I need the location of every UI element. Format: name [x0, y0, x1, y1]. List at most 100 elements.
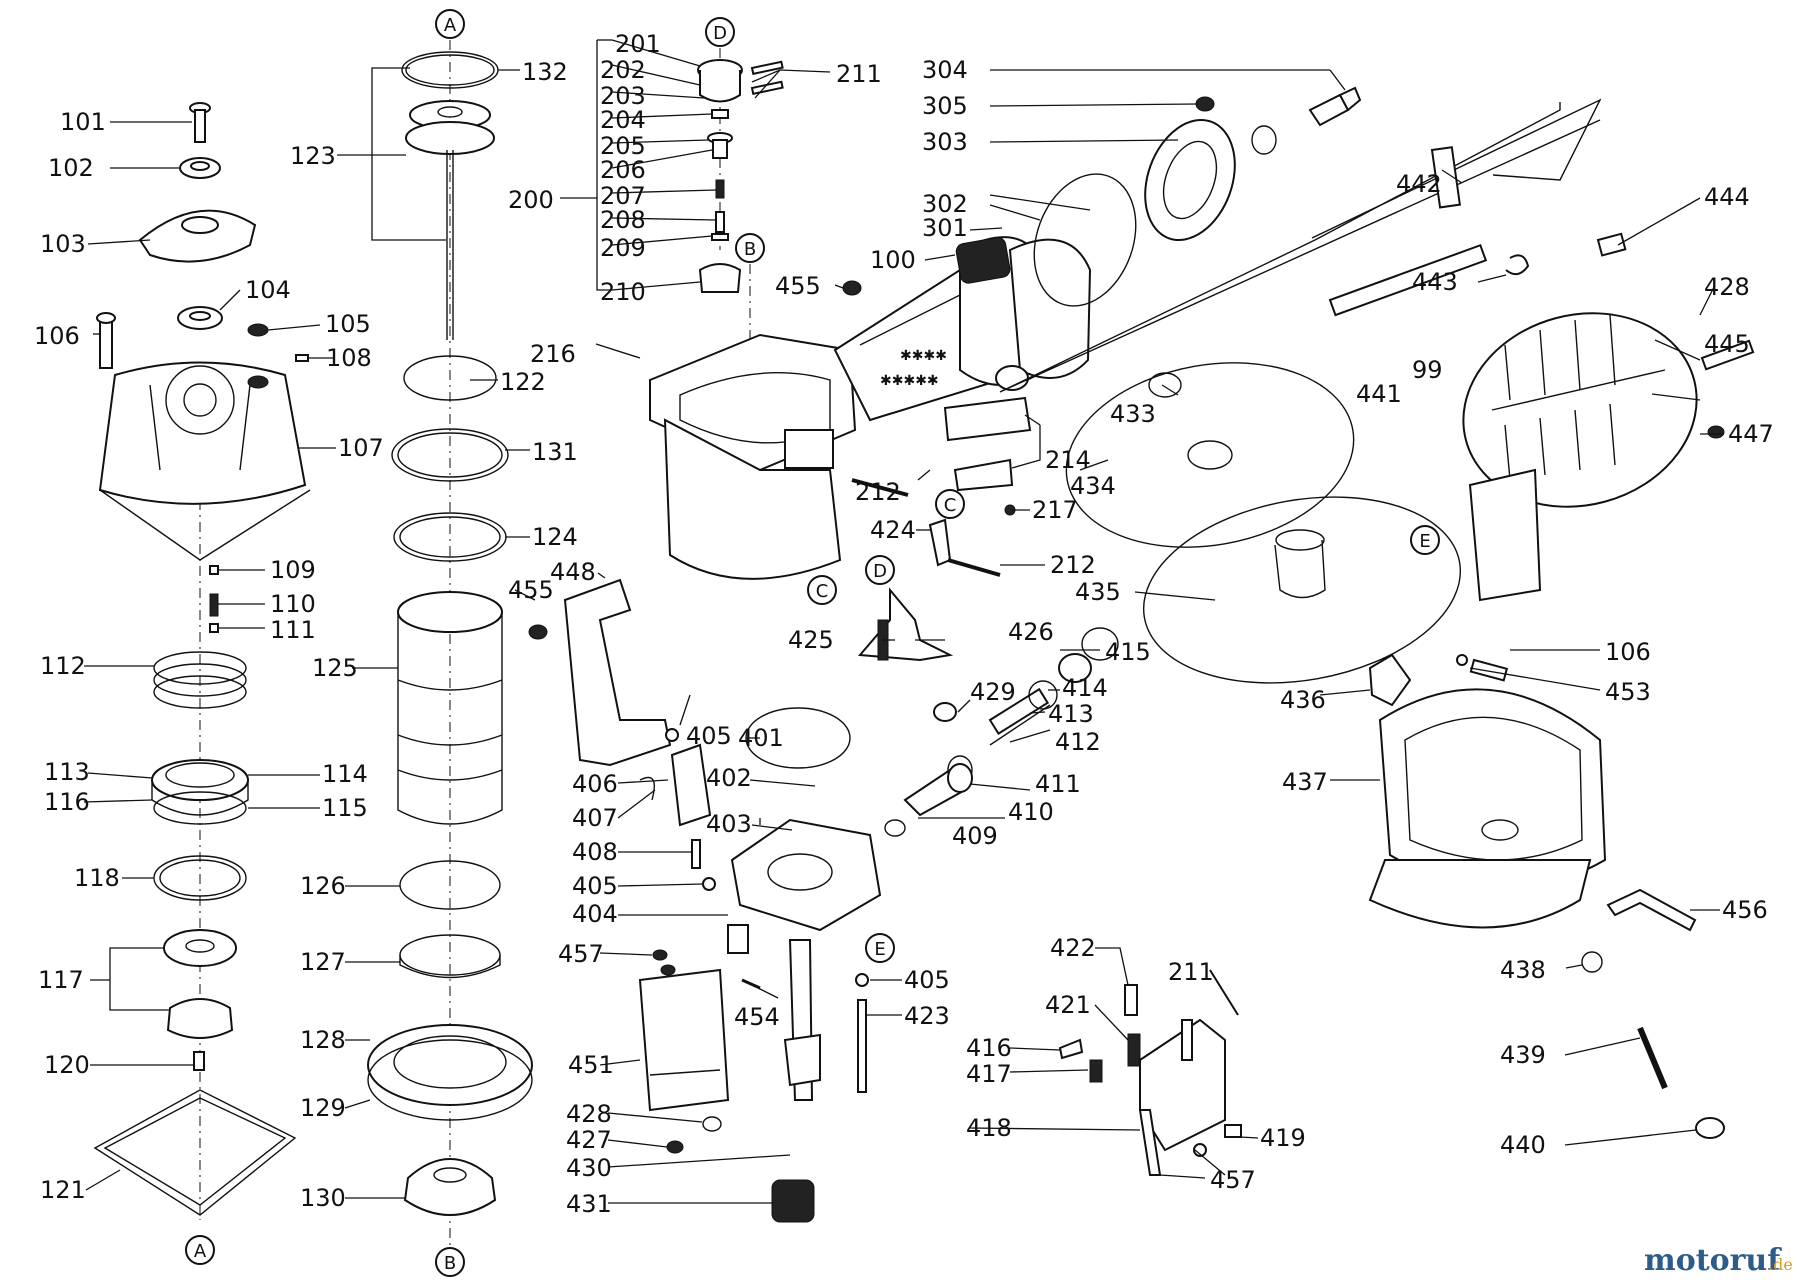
bubble-e-body: E: [874, 939, 885, 960]
label-414: 414: [1062, 674, 1108, 702]
label-111: 111: [270, 616, 316, 644]
bubble-a-bottom: A: [194, 1241, 207, 1262]
label-208: 208: [600, 206, 646, 234]
label-302: 302: [922, 190, 968, 218]
valve-stack-parts: D: [560, 17, 784, 293]
label-419: 419: [1260, 1124, 1306, 1152]
label-428-right: 428: [1704, 273, 1750, 301]
label-114: 114: [322, 760, 368, 788]
magazine-parts: E E: [865, 362, 1725, 1139]
label-418: 418: [966, 1114, 1012, 1142]
label-109: 109: [270, 556, 316, 584]
label-405-upper: 405: [686, 722, 732, 750]
label-110: 110: [270, 590, 316, 618]
label-104: 104: [245, 276, 291, 304]
label-444: 444: [1704, 183, 1750, 211]
label-423: 423: [904, 1002, 950, 1030]
label-447: 447: [1728, 420, 1774, 448]
label-108: 108: [326, 344, 372, 372]
label-121: 121: [40, 1176, 86, 1204]
label-436: 436: [1280, 686, 1326, 714]
label-445: 445: [1704, 330, 1750, 358]
label-422: 422: [1050, 934, 1096, 962]
cylinder-column-parts: A B: [367, 9, 533, 1277]
label-209: 209: [600, 234, 646, 262]
label-455-left: 455: [508, 576, 554, 604]
label-303: 303: [922, 128, 968, 156]
bubble-c-trigger: C: [944, 495, 957, 516]
label-301: 301: [922, 214, 968, 242]
svg-text:✱✱✱✱: ✱✱✱✱: [900, 348, 947, 364]
label-106-left: 106: [34, 322, 80, 350]
label-428-left: 428: [566, 1100, 612, 1128]
label-413: 413: [1048, 700, 1094, 728]
label-99: 99: [1412, 356, 1443, 384]
label-212-upper: 212: [855, 478, 901, 506]
label-117: 117: [38, 966, 84, 994]
label-211-bottom: 211: [1168, 958, 1214, 986]
label-102: 102: [48, 154, 94, 182]
label-101: 101: [60, 108, 106, 136]
label-404: 404: [572, 900, 618, 928]
label-217: 217: [1032, 496, 1078, 524]
label-441: 441: [1356, 380, 1402, 408]
label-430: 430: [566, 1154, 612, 1182]
leader-lines: [83, 39, 1724, 1204]
label-429: 429: [970, 678, 1016, 706]
label-113: 113: [44, 758, 90, 786]
label-107: 107: [338, 434, 384, 462]
label-118: 118: [74, 864, 120, 892]
label-440: 440: [1500, 1131, 1546, 1159]
label-403: 403: [706, 810, 752, 838]
bubble-d-top: D: [713, 23, 727, 44]
label-212-lower: 212: [1050, 551, 1096, 579]
bubble-b-body: B: [744, 239, 756, 260]
label-100: 100: [870, 246, 916, 274]
label-203: 203: [600, 82, 646, 110]
label-405-lower: 405: [904, 966, 950, 994]
label-407: 407: [572, 804, 618, 832]
label-434: 434: [1070, 472, 1116, 500]
label-116: 116: [44, 788, 90, 816]
label-443: 443: [1412, 268, 1458, 296]
label-455-top: 455: [775, 272, 821, 300]
label-128: 128: [300, 1026, 346, 1054]
trigger-nose-parts: [563, 396, 1119, 1223]
label-124: 124: [532, 523, 578, 551]
label-417: 417: [966, 1060, 1012, 1088]
label-401: 401: [738, 724, 784, 752]
label-433: 433: [1110, 400, 1156, 428]
label-129: 129: [300, 1094, 346, 1122]
label-130: 130: [300, 1184, 346, 1212]
label-132: 132: [522, 58, 568, 86]
label-438: 438: [1500, 956, 1546, 984]
label-207: 207: [600, 182, 646, 210]
label-437: 437: [1282, 768, 1328, 796]
label-105: 105: [325, 310, 371, 338]
label-453: 453: [1605, 678, 1651, 706]
part-labels: 101 102 103 104 105 106 108 107 109 110 …: [34, 30, 1774, 1218]
label-421: 421: [1045, 991, 1091, 1019]
label-305: 305: [922, 92, 968, 120]
door-latch-parts: [999, 98, 1755, 682]
bubble-d-body: D: [873, 561, 887, 582]
label-216: 216: [530, 340, 576, 368]
label-120: 120: [44, 1051, 90, 1079]
bubble-c-body: C: [816, 581, 829, 602]
left-column-parts: A: [93, 102, 311, 1265]
label-425: 425: [788, 626, 834, 654]
label-214: 214: [1045, 446, 1091, 474]
label-412: 412: [1055, 728, 1101, 756]
end-cap-parts: [1033, 86, 1362, 307]
label-106-right: 106: [1605, 638, 1651, 666]
label-205: 205: [600, 132, 646, 160]
label-127: 127: [300, 948, 346, 976]
bubble-e-magazine: E: [1419, 531, 1430, 552]
label-457-left: 457: [558, 940, 604, 968]
bubble-a-top: A: [444, 15, 457, 36]
label-439: 439: [1500, 1041, 1546, 1069]
bubble-b-bottom: B: [444, 1253, 456, 1274]
label-451: 451: [568, 1051, 614, 1079]
label-426: 426: [1008, 618, 1054, 646]
